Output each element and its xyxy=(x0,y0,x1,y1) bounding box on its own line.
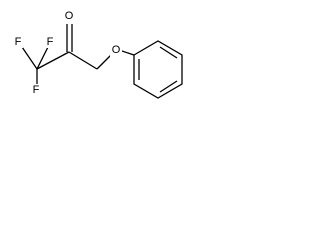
ether-oxygen-label: O xyxy=(112,44,121,56)
bond-c3-o xyxy=(96,53,113,70)
chemical-structure-diagram: F F F O O xyxy=(13,10,183,99)
fluorine-top-right-label: F xyxy=(47,36,54,48)
bond-o-phenyl xyxy=(121,50,135,56)
bond-c1-c2 xyxy=(36,51,70,70)
bond-c2-c3 xyxy=(68,51,98,70)
phenyl-double-bond-2 xyxy=(159,80,178,93)
phenyl-ring xyxy=(133,40,183,99)
bond-c1-f-top-right xyxy=(36,46,49,70)
label-bg-ether-oxygen xyxy=(110,44,122,57)
label-bg-f-bottom xyxy=(31,84,41,96)
label-bg-f-top-left xyxy=(13,36,23,48)
phenyl-double-bond-1 xyxy=(159,46,178,59)
label-bg-carbonyl-oxygen xyxy=(63,10,75,23)
bond-c1-f-top-left xyxy=(21,46,38,70)
fluorine-bottom-label: F xyxy=(33,84,40,96)
label-bg-f-top-right xyxy=(45,36,55,48)
fluorine-top-left-label: F xyxy=(15,36,22,48)
carbonyl-oxygen-label: O xyxy=(65,10,74,22)
